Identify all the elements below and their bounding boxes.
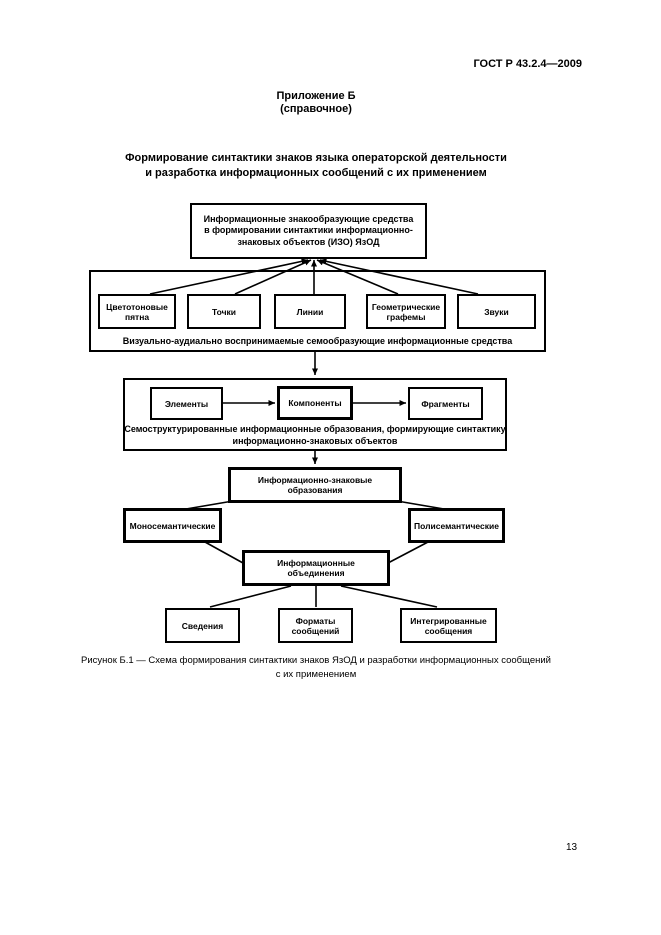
box-dots: Точки xyxy=(187,294,261,329)
box-top-izo-means: Информационные знакообразующие средства … xyxy=(190,203,427,259)
box-color-tone-spots: Цветотоновые пятна xyxy=(98,294,176,329)
tree-line xyxy=(204,541,244,564)
box-info-unions: Информационные объединения xyxy=(242,550,390,586)
box-geometric-graphemes: Геометрические графемы xyxy=(366,294,446,329)
tree-line xyxy=(387,541,429,564)
means-group-frame xyxy=(89,270,546,352)
means-group-label: Визуально-аудиально воспринимаемые семоо… xyxy=(122,336,513,346)
box-monosemantic: Моносемантические xyxy=(123,508,222,543)
section-title: Формирование синтактики знаков языка опе… xyxy=(125,152,507,179)
fan-line xyxy=(234,259,312,295)
tree-line xyxy=(340,585,438,608)
structures-group-label: Семоструктурированные информационные обр… xyxy=(124,424,506,446)
doc-header: ГОСТ Р 43.2.4—2009 xyxy=(473,58,582,70)
box-integrated-messages: Интегрированные сообщения xyxy=(400,608,497,643)
box-lines: Линии xyxy=(274,294,346,329)
tree-line xyxy=(185,500,234,510)
box-sounds: Звуки xyxy=(457,294,536,329)
fan-line xyxy=(319,258,479,295)
fan-line xyxy=(316,259,399,295)
box-fragments: Фрагменты xyxy=(408,387,483,420)
appendix-heading: Приложение Б (справочное) xyxy=(276,90,356,115)
box-components: Компоненты xyxy=(277,386,353,420)
connector-lines xyxy=(149,258,479,608)
box-polysemantic: Полисемантические xyxy=(408,508,505,543)
tree-line xyxy=(396,500,445,510)
tree-line xyxy=(209,585,292,608)
box-elements: Элементы xyxy=(150,387,223,420)
figure-caption: Рисунок Б.1 — Схема формирования синтакт… xyxy=(81,655,551,680)
box-data: Сведения xyxy=(165,608,240,643)
box-info-sign-formations: Информационно-знаковые образования xyxy=(228,467,402,503)
structures-group-frame xyxy=(123,378,507,451)
box-message-formats: Форматы сообщений xyxy=(278,608,353,643)
fan-line xyxy=(149,258,309,295)
page-number: 13 xyxy=(566,842,578,853)
